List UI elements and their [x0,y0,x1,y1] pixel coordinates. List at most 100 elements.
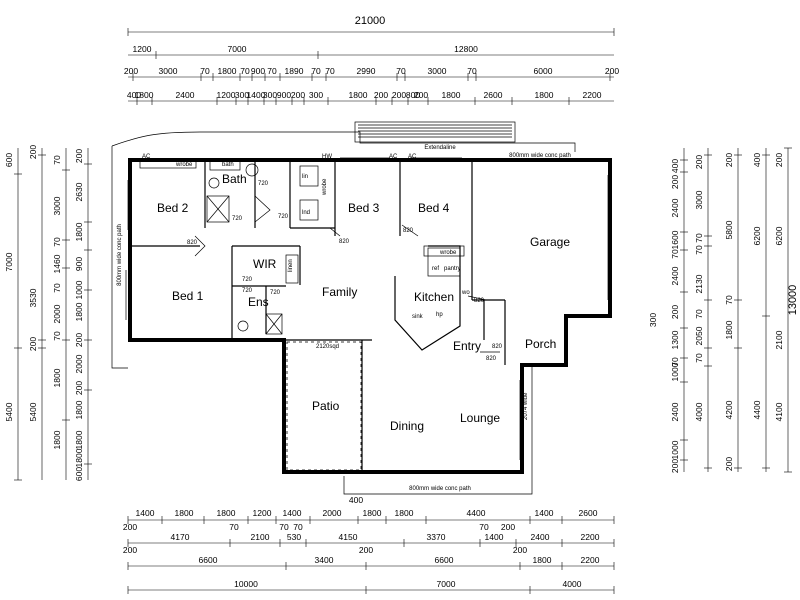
top-row3-13: 800 [406,90,420,100]
label-bath: bath [222,162,234,168]
room-porch: Porch [525,337,556,351]
bottom-row1-0: 1400 [136,508,155,518]
fixtures [139,159,500,353]
path-left-label: 800mm wide conc path [117,224,123,286]
top-row2-11: 70 [396,66,406,76]
left-col4-1: 2630 [74,182,84,201]
right-col5-3: 4100 [774,402,784,421]
room-garage: Garage [530,235,570,249]
top-row2-0: 200 [124,66,138,76]
path-top-label: 800mm wide conc path [509,153,571,159]
bottom-row2-9: 1400 [485,532,504,542]
top-row2-7: 1890 [285,66,304,76]
right-col3-2: 70 [724,295,734,305]
top-row3-15: 1800 [442,90,461,100]
label-window-note: 2074 wide [523,392,529,420]
right-col1-13: 200 [670,459,680,473]
left-col3-4: 70 [52,283,62,293]
label-hp: hp [436,312,443,318]
left-col3-3: 1460 [52,254,62,273]
bottom-row1-9: 1400 [535,508,554,518]
room-bed1: Bed 1 [172,289,204,303]
door-720-c: 720 [278,214,289,220]
left-col3-1: 3000 [52,196,62,215]
right-col2-8: 4000 [694,402,704,421]
top-row2-12: 3000 [428,66,447,76]
label-ac-2: AC [389,154,398,160]
right-col1-0: 400 [670,159,680,173]
room-ens: Ens [248,295,269,309]
top-row2-15: 200 [605,66,619,76]
bottom-row2-11: 2400 [531,532,550,542]
bottom-row3-3: 6600 [435,555,454,565]
right-col2-7: 70 [694,353,704,363]
room-bath: Bath [222,172,247,186]
label-patio-note: 2120sqd [316,344,339,350]
bottom-small-2: 200 [123,545,137,555]
top-row3-14: 200 [414,90,428,100]
bottom-row1-1: 1800 [175,508,194,518]
top-row3-0: 400 [127,90,141,100]
fixture-labels: wrobe bath lin wrobe wrobe AC AC AC HW l… [142,154,529,420]
bottom-row3-4: 200 [513,545,527,555]
left-col2-3: 5400 [28,402,38,421]
bottom-small-1: 200 [123,522,137,532]
door-820-a: 820 [187,240,198,246]
bottom-row1-10: 2600 [579,508,598,518]
bottom-row2-1: 70 [229,522,239,532]
label-wrobe-1: wrobe [175,162,193,168]
top-row3-2: 2400 [176,90,195,100]
room-family: Family [322,285,357,299]
room-bed3: Bed 3 [348,201,380,215]
room-entry: Entry [453,339,481,353]
bottom-row4-2: 4000 [563,579,582,589]
top-row2-10: 2990 [357,66,376,76]
left-col4-8: 200 [74,381,84,395]
bottom-row1-5: 2000 [323,508,342,518]
top-row3-16: 2600 [484,90,503,100]
top-dimensions: 21000 1200 7000 12800 200 3000 70 1800 7… [124,15,619,105]
bottom-row2-5: 530 [287,532,301,542]
top-row2-13: 70 [467,66,477,76]
top-row1-0: 1200 [133,44,152,54]
bottom-row3-5: 1800 [533,555,552,565]
top-row3-3: 1200 [217,90,236,100]
right-col4-0: 400 [752,153,762,167]
top-row3-18: 2200 [583,90,602,100]
bottom-row4-0: 10000 [234,579,258,589]
left-col1-2: 5400 [4,402,14,421]
door-820-b: 820 [339,239,350,245]
label-pantry: pantry [444,266,461,272]
right-col2-2: 70 [694,233,704,243]
bottom-row1-8: 4400 [467,508,486,518]
top-row1-2: 12800 [454,44,478,54]
top-row2-5: 900 [251,66,265,76]
right-col2-4: 2130 [694,274,704,293]
label-sink: sink [412,314,424,320]
room-wir: WIR [253,257,277,271]
left-col4-0: 200 [74,149,84,163]
bottom-row3-0: 6600 [199,555,218,565]
site-paths: Extendaline 800mm wide conc path 800mm w… [111,121,576,495]
top-row3-11: 200 [374,90,388,100]
bottom-row1-3: 1200 [253,508,272,518]
label-wo: wo [461,290,470,296]
bottom-row3-1: 3400 [315,555,334,565]
right-col1-1: 200 [670,175,680,189]
label-wrobe-2: wrobe [322,178,328,196]
path-bottom-label: 800mm wide conc path [409,486,471,492]
label-lnd: lnd [302,210,310,216]
right-col4-1: 6200 [752,226,762,245]
left-col2-0: 200 [28,145,38,159]
left-col3-5: 2000 [52,304,62,323]
bottom-row2-2: 2100 [251,532,270,542]
left-col4-2: 1800 [74,222,84,241]
overall-width: 21000 [355,15,386,27]
bottom-row2-10: 200 [501,522,515,532]
overall-depth: 13000 [787,285,799,316]
top-row3-8: 200 [291,90,305,100]
left-dimensions: 600 7000 5400 200 3530 200 5400 70 3000 … [4,145,92,481]
room-dining: Dining [390,419,424,433]
door-820-c: 820 [403,228,414,234]
